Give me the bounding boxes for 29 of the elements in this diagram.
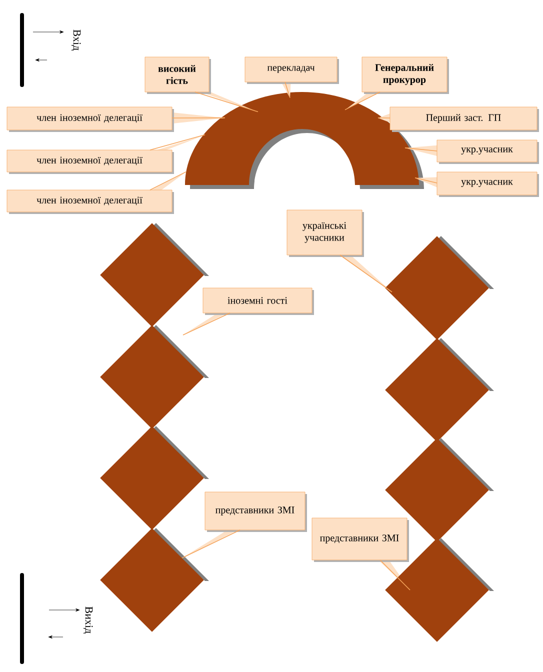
callout-box: Генеральний прокурор bbox=[345, 56, 449, 110]
callout-box: представники ЗМІ bbox=[182, 492, 307, 558]
callout-box: перекладач bbox=[244, 56, 339, 98]
callout-box: член іноземної делегації bbox=[6, 172, 186, 214]
callout-box: укр.учасник bbox=[405, 140, 539, 164]
table-diamond bbox=[385, 338, 494, 442]
callout-box: українські учасники bbox=[286, 210, 392, 292]
leader-line bbox=[182, 530, 240, 558]
table-arc bbox=[185, 92, 424, 189]
callout-box: представники ЗМІ bbox=[312, 518, 410, 590]
callout-box: Перший заст. ГП bbox=[378, 106, 539, 132]
callout-box: член іноземної делегації bbox=[6, 106, 225, 132]
table-diamond bbox=[100, 426, 209, 530]
table-diamond bbox=[100, 528, 209, 632]
leader-line bbox=[380, 560, 410, 590]
callout-box: член іноземної делегації bbox=[6, 135, 205, 174]
leader-line bbox=[284, 82, 290, 98]
leader-line bbox=[150, 134, 206, 150]
leader-line bbox=[378, 117, 390, 118]
leader-line bbox=[182, 312, 230, 336]
table-diamond bbox=[385, 236, 494, 340]
callout-box: укр.учасник bbox=[415, 172, 539, 197]
leader-line bbox=[340, 254, 392, 292]
table-diamond bbox=[100, 223, 209, 327]
callout-box: іноземні гості bbox=[183, 288, 314, 335]
table-diamond bbox=[100, 325, 209, 429]
door-label: Вхід bbox=[71, 30, 81, 50]
leader-line bbox=[414, 177, 438, 184]
leader-line bbox=[172, 117, 226, 118]
